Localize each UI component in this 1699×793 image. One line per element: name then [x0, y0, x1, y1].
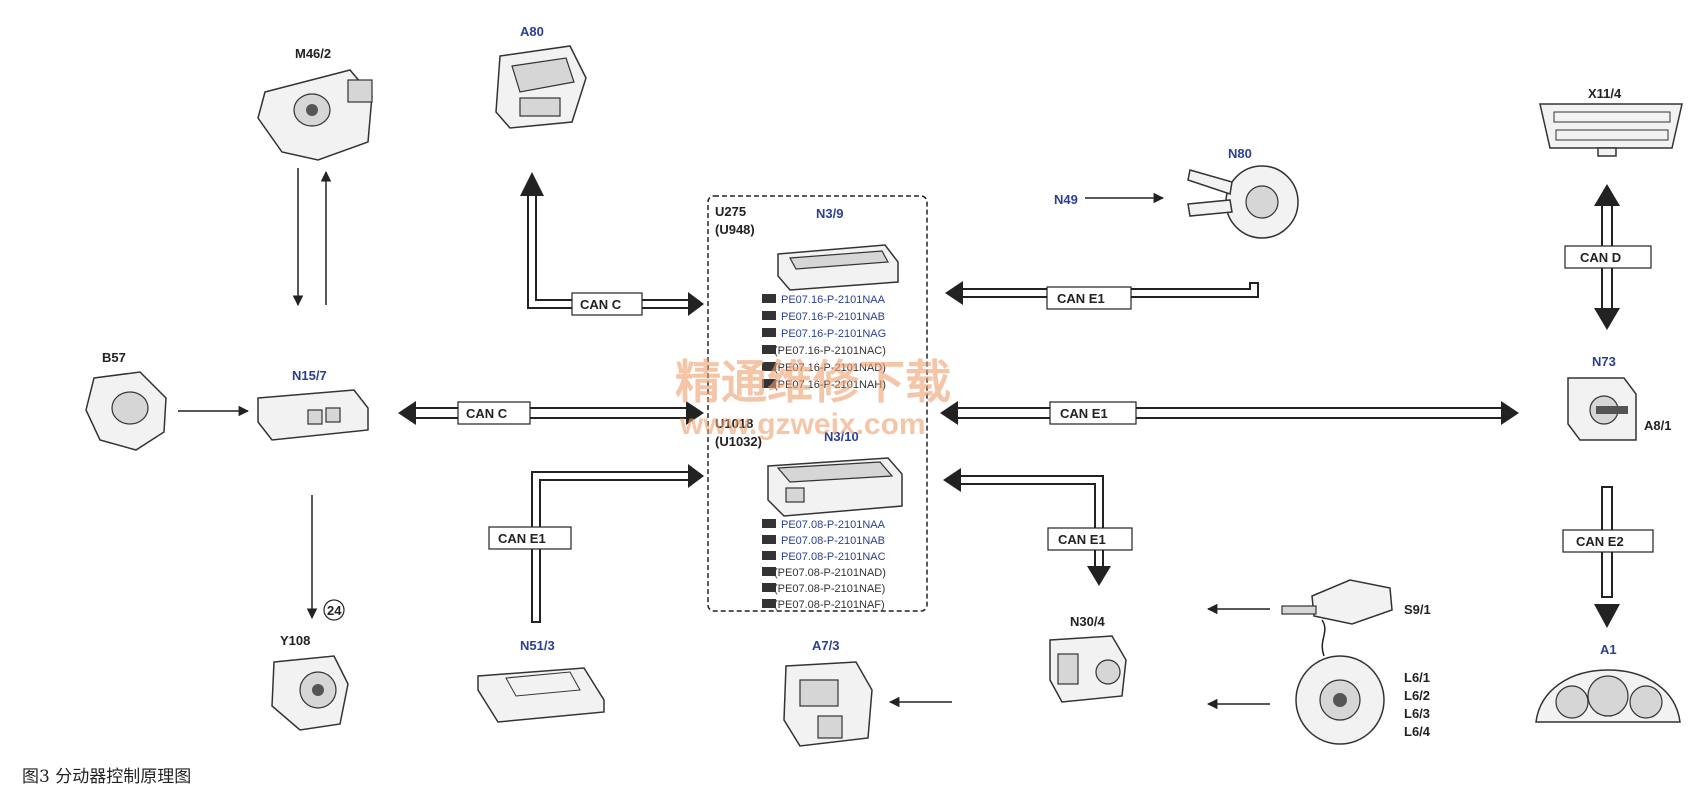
pe-code-5: (PE07.16-P-2101NAD) — [762, 362, 886, 374]
svg-text:CAN E2: CAN E2 — [1576, 534, 1624, 549]
n73-label: N73 — [1592, 354, 1616, 369]
svg-text:PE07.08-P-2101NAC: PE07.08-P-2101NAC — [781, 551, 886, 563]
svg-text:(PE07.08-P-2101NAE): (PE07.08-P-2101NAE) — [774, 583, 885, 595]
bus-can-d: CAN D — [1564, 184, 1652, 330]
pe-code-2: PE07.08-P-2101NAB — [762, 535, 885, 547]
svg-text:CAN E1: CAN E1 — [498, 531, 546, 546]
svg-text:PE07.16-P-2101NAB: PE07.16-P-2101NAB — [781, 311, 885, 323]
n73-switch — [1567, 377, 1637, 441]
m46-2-motor — [257, 69, 373, 161]
b57-label: B57 — [102, 350, 126, 365]
pe-code-5: (PE07.08-P-2101NAE) — [762, 583, 885, 595]
svg-text:(PE07.16-P-2101NAD): (PE07.16-P-2101NAD) — [774, 362, 886, 374]
svg-text:CAN C: CAN C — [580, 297, 622, 312]
n15-7-label: N15/7 — [292, 368, 327, 383]
b57-sensor — [85, 371, 167, 451]
svg-text:(PE07.16-P-2101NAC): (PE07.16-P-2101NAC) — [774, 345, 886, 357]
y108-label: Y108 — [280, 633, 310, 648]
bus-can-e1-right: CAN E1 — [943, 468, 1133, 586]
bus-can-e1-left: CAN E1 — [488, 464, 704, 623]
u948-label: (U948) — [715, 222, 755, 237]
n3-10-label: N3/10 — [824, 429, 859, 444]
bus-can-e2: CAN E2 — [1562, 486, 1654, 628]
a8-1-label: A8/1 — [1644, 418, 1671, 433]
svg-text:PE07.16-P-2101NAG: PE07.16-P-2101NAG — [781, 328, 886, 340]
m46-2-label: M46/2 — [295, 46, 331, 61]
n51-3-label: N51/3 — [520, 638, 555, 653]
ecu-group-box — [707, 195, 928, 612]
pe-code-4: (PE07.16-P-2101NAC) — [762, 345, 886, 357]
u1018-label: U1018 — [715, 416, 753, 431]
svg-text:PE07.08-P-2101NAA: PE07.08-P-2101NAA — [781, 519, 886, 531]
bus-can-e1-mid: CAN E1 — [940, 401, 1519, 425]
svg-text:(PE07.08-P-2101NAF): (PE07.08-P-2101NAF) — [774, 599, 885, 611]
n3-10-codes: PE07.08-P-2101NAA PE07.08-P-2101NAB PE07… — [762, 519, 886, 611]
y108-actuator — [271, 655, 349, 731]
pe-code-3: PE07.16-P-2101NAG — [762, 328, 886, 340]
s9-1-switch — [1281, 579, 1393, 625]
n3-9-module — [777, 244, 899, 291]
bus-can-c-top: CAN C — [520, 172, 704, 316]
a1-label: A1 — [1600, 642, 1617, 657]
a7-3-label: A7/3 — [812, 638, 839, 653]
n30-4-unit — [1049, 635, 1127, 703]
pe-code-1: PE07.16-P-2101NAA — [762, 294, 886, 306]
svg-text:24: 24 — [327, 603, 342, 618]
svg-text:(PE07.08-P-2101NAD): (PE07.08-P-2101NAD) — [774, 567, 886, 579]
svg-text:CAN C: CAN C — [466, 406, 508, 421]
circle-24-marker: 24 — [323, 599, 345, 621]
watermark: 精通维修下载 — [675, 355, 951, 409]
svg-text:CAN E1: CAN E1 — [1058, 532, 1106, 547]
svg-text:CAN E1: CAN E1 — [1057, 291, 1105, 306]
svg-text:CAN E1: CAN E1 — [1060, 406, 1108, 421]
n3-9-label: N3/9 — [816, 206, 843, 221]
x11-4-label: X11/4 — [1588, 86, 1622, 101]
pe-code-6: (PE07.16-P-2101NAH) — [762, 379, 886, 391]
a1-instrument-cluster — [1535, 669, 1681, 723]
l6-2-label: L6/2 — [1404, 688, 1430, 703]
l6-4-label: L6/4 — [1404, 724, 1431, 739]
n49-label: N49 — [1054, 192, 1078, 207]
l6-wheel-sensor — [1295, 619, 1385, 745]
svg-text:(PE07.16-P-2101NAH): (PE07.16-P-2101NAH) — [774, 379, 886, 391]
figure-caption: 图3 分动器控制原理图 — [22, 767, 191, 787]
n3-9-codes: PE07.16-P-2101NAA PE07.16-P-2101NAB PE07… — [762, 294, 886, 391]
n51-3-module — [477, 667, 605, 723]
x11-4-connector — [1539, 103, 1683, 157]
svg-text:PE07.16-P-2101NAA: PE07.16-P-2101NAA — [781, 294, 886, 306]
svg-text:CAN D: CAN D — [1580, 250, 1621, 265]
pe-code-2: PE07.16-P-2101NAB — [762, 311, 885, 323]
n30-4-label: N30/4 — [1070, 614, 1105, 629]
n15-7-module — [257, 389, 369, 441]
pe-code-1: PE07.08-P-2101NAA — [762, 519, 886, 531]
pe-code-3: PE07.08-P-2101NAC — [762, 551, 886, 563]
bus-can-c-mid: CAN C — [398, 401, 704, 425]
watermark-url: www.gzweix.com — [679, 408, 926, 441]
l6-3-label: L6/3 — [1404, 706, 1430, 721]
a80-label: A80 — [520, 24, 544, 39]
u275-label: U275 — [715, 204, 746, 219]
n80-label: N80 — [1228, 146, 1252, 161]
pe-code-4: (PE07.08-P-2101NAD) — [762, 567, 886, 579]
a80-module — [495, 45, 587, 129]
bus-can-e1-top: CAN E1 — [945, 281, 1259, 310]
u1032-label: (U1032) — [715, 434, 762, 449]
svg-text:PE07.08-P-2101NAB: PE07.08-P-2101NAB — [781, 535, 885, 547]
pe-code-6: (PE07.08-P-2101NAF) — [762, 599, 885, 611]
a7-3-unit — [783, 661, 873, 747]
n3-10-module — [767, 457, 903, 517]
l6-1-label: L6/1 — [1404, 670, 1430, 685]
s9-1-label: S9/1 — [1404, 602, 1431, 617]
n80-module — [1187, 165, 1299, 239]
